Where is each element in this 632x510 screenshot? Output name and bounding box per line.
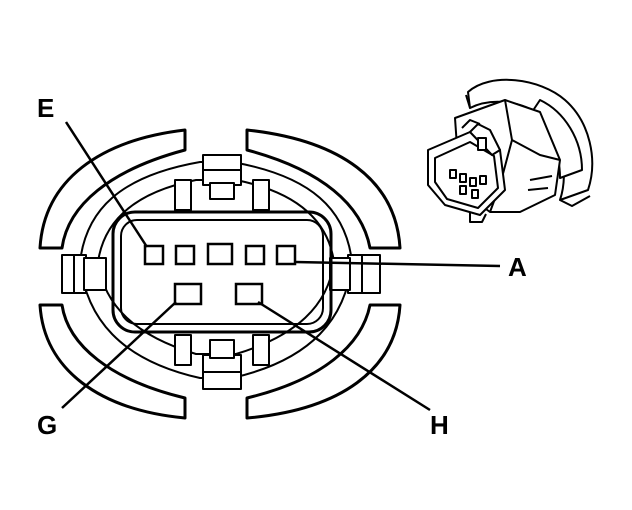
cavity-top-4 [244,244,266,266]
cavity-top-2 [174,244,196,266]
leader-a [294,260,501,268]
top-lock-tab-inner [209,182,235,200]
shroud-segment-top-right [245,128,402,250]
cavity-top-3 [206,242,234,266]
callout-g: G [37,410,57,440]
callout-e: E [37,93,54,123]
cavity-a [275,244,297,266]
pin-housing-outer [111,210,333,334]
leader-e [64,121,149,248]
callout-labels: E A G H [37,93,527,440]
cavity-e [143,244,165,266]
shroud-segment-bottom-right [245,303,402,420]
right-side-tab [347,254,381,294]
cavity-h [234,282,264,306]
pin-housing-inner [120,219,324,325]
shroud-segment-bottom-left [38,303,187,420]
connector-isometric-view [427,78,594,223]
leader-g [61,301,177,409]
cavity-g [173,282,203,306]
connector-face-view [38,128,402,420]
leader-lines [61,121,501,412]
leader-h [257,300,431,412]
callout-h: H [430,410,449,440]
callout-a: A [508,252,527,282]
shroud-segment-top-left [38,128,187,250]
